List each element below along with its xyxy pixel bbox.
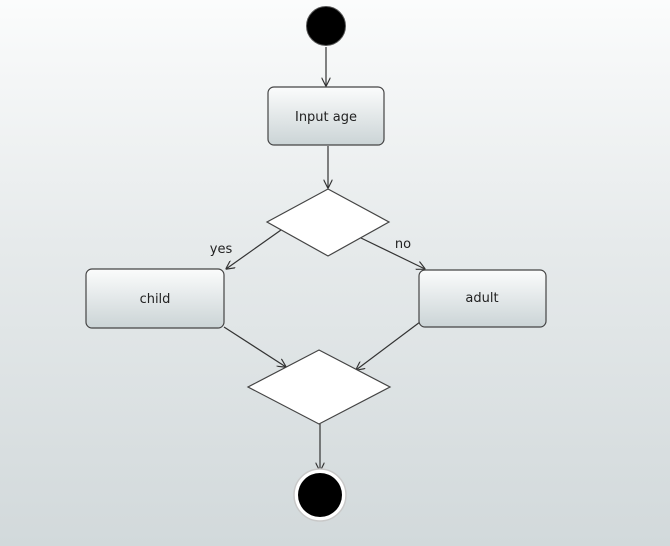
action-input-age[interactable]: Input age xyxy=(267,86,385,146)
merge-node[interactable] xyxy=(246,349,392,425)
edge-adult-to-merge xyxy=(356,321,421,370)
action-adult-label: adult xyxy=(465,291,498,306)
edge-label-no: no xyxy=(395,237,411,252)
action-input-age-label: Input age xyxy=(295,110,357,125)
final-node-core xyxy=(298,473,342,517)
edge-decision-to-child xyxy=(226,229,282,269)
edge-decision-to-adult xyxy=(360,237,425,269)
final-node[interactable] xyxy=(293,468,347,522)
action-adult[interactable]: adult xyxy=(418,269,547,328)
action-adult-box xyxy=(418,269,547,328)
edge-label-yes: yes xyxy=(210,242,233,257)
action-child-box xyxy=(85,268,225,329)
decision-node[interactable] xyxy=(265,188,391,257)
edge-child-to-merge xyxy=(223,326,286,367)
action-input-age-box xyxy=(267,86,385,146)
action-child-label: child xyxy=(140,292,171,307)
action-child[interactable]: child xyxy=(85,268,225,329)
initial-node[interactable] xyxy=(306,6,346,46)
